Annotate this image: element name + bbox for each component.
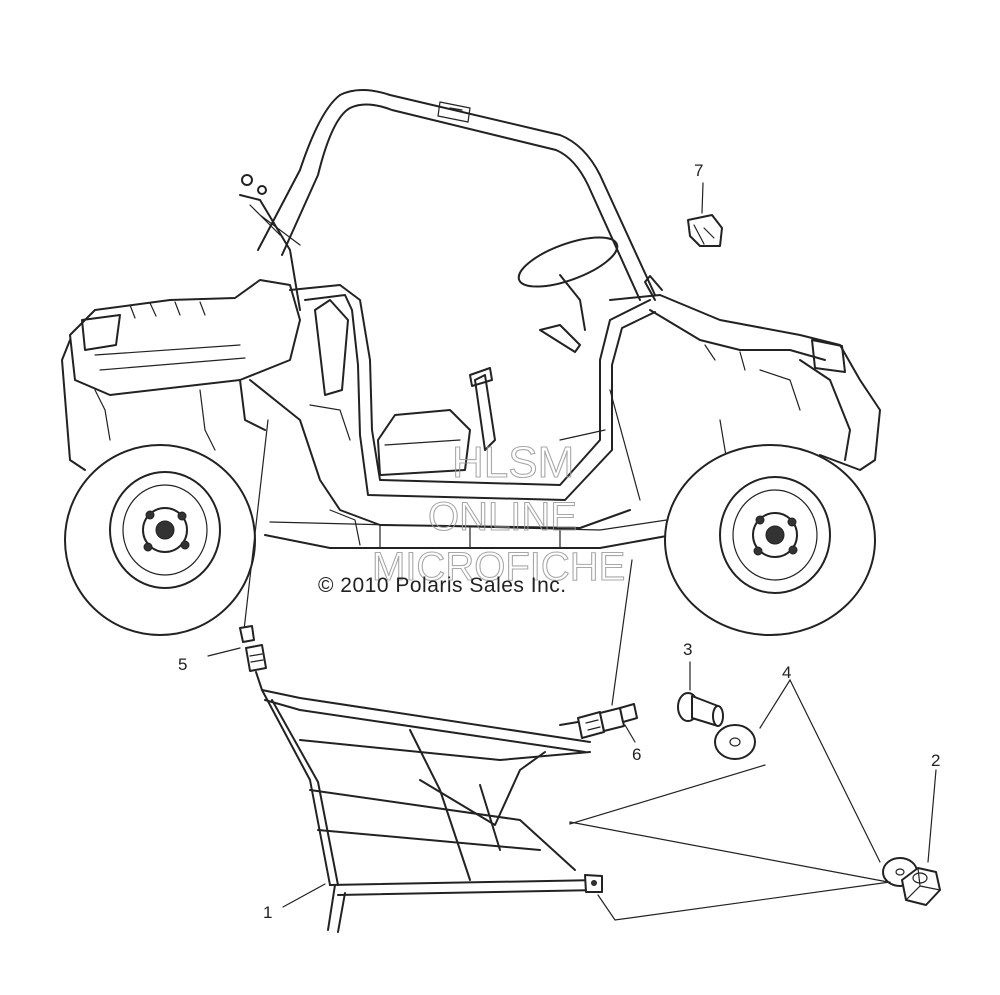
front-wheel bbox=[664, 444, 876, 636]
front-body bbox=[609, 275, 881, 471]
leader-6-up bbox=[611, 559, 633, 706]
callout-2: 2 bbox=[931, 751, 940, 770]
roll-cage bbox=[239, 89, 656, 311]
part-2-nut bbox=[901, 769, 941, 906]
watermark: HLSM ONLINE MICROFICHE bbox=[371, 437, 625, 589]
assembly-brackets bbox=[569, 764, 891, 921]
callout-5: 5 bbox=[178, 655, 187, 674]
watermark-line-3: MICROFICHE bbox=[372, 545, 625, 589]
cockpit bbox=[314, 236, 619, 476]
callout-4: 4 bbox=[782, 663, 791, 682]
part-6-buckle bbox=[559, 703, 638, 743]
copyright-text: © 2010 Polaris Sales Inc. bbox=[318, 574, 567, 597]
callout-6: 6 bbox=[632, 745, 641, 764]
body-side bbox=[249, 284, 656, 546]
rear-wheel bbox=[64, 444, 256, 636]
leader-5-up bbox=[243, 419, 269, 631]
part-3-rivet bbox=[677, 661, 724, 727]
part-7-clip bbox=[687, 182, 723, 247]
part-1-net-frame bbox=[261, 689, 603, 933]
vehicle-illustration bbox=[61, 89, 881, 706]
callout-1: 1 bbox=[263, 903, 272, 922]
callout-3: 3 bbox=[683, 640, 692, 659]
watermark-line-1: HLSM bbox=[452, 438, 574, 487]
rear-body bbox=[61, 279, 301, 471]
part-5-strap bbox=[207, 625, 267, 691]
callout-7: 7 bbox=[694, 161, 703, 180]
watermark-line-2: ONLINE bbox=[428, 495, 577, 539]
